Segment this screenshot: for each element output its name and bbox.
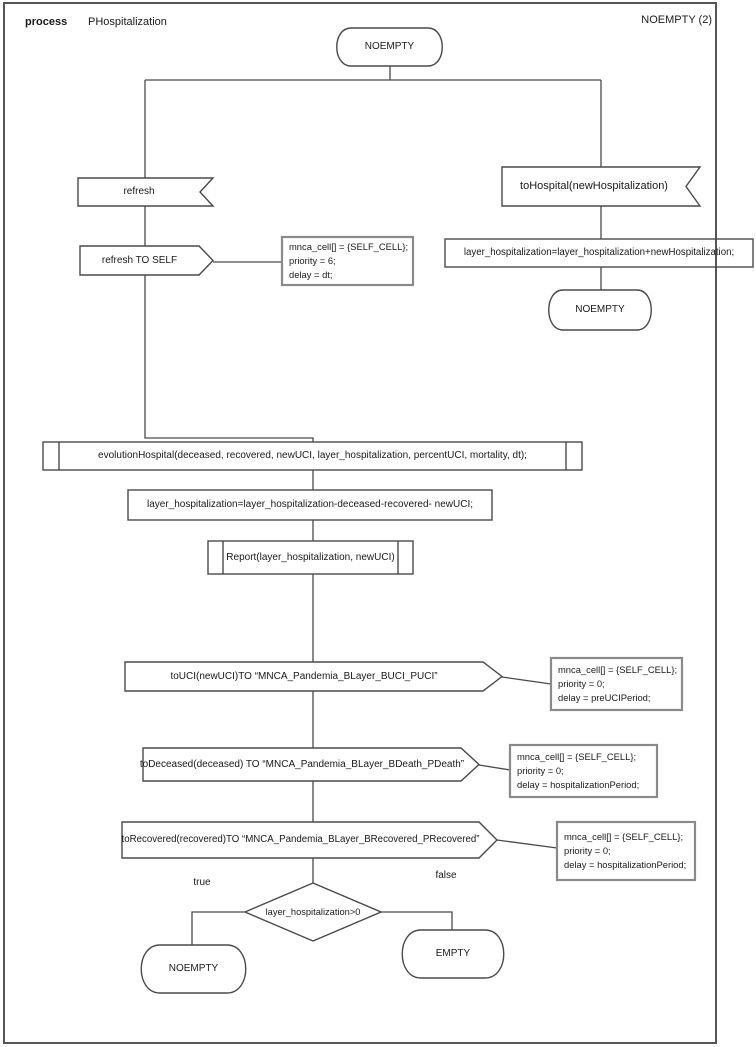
comment-line: priority = 0; — [517, 764, 564, 776]
state-start-shape — [336, 27, 443, 67]
state-hosp[interactable]: NOEMPTY — [575, 304, 625, 316]
page-border — [3, 2, 717, 1044]
output-todeceased-shape — [142, 747, 481, 782]
decision-condition[interactable]: layer_hospitalization>0 — [265, 906, 361, 917]
comment-line: delay = dt; — [289, 269, 333, 281]
state-true[interactable]: NOEMPTY — [168, 963, 219, 975]
output-touci-shape — [124, 661, 504, 692]
state-start[interactable]: NOEMPTY — [364, 41, 415, 53]
proc-report-shape — [207, 540, 414, 575]
comment-line: mnca_cell[] = {SELF_CELL}; — [289, 240, 409, 252]
comment-line: priority = 0; — [564, 844, 611, 856]
task-hosp-add[interactable]: layer_hospitalization=layer_hospitalizat… — [463, 247, 735, 259]
input-refresh-shape — [77, 177, 215, 207]
input-tohospital[interactable]: toHospital(newHospitalization) — [520, 180, 668, 193]
connector-lines — [144, 66, 602, 945]
comment-todeceased-params[interactable]: mnca_cell[] = {SELF_CELL}; priority = 0;… — [510, 745, 657, 797]
comment-line: priority = 6; — [289, 254, 336, 266]
process-name: PHospitalization — [88, 16, 167, 28]
page-reference: NOEMPTY (2) — [641, 14, 712, 26]
task-hosp-sub-shape — [127, 489, 493, 521]
output-torecovered-shape — [121, 821, 498, 859]
proc-report[interactable]: Report(layer_hospitalization, newUCI) — [226, 551, 395, 563]
comment-line: mnca_cell[] = {SELF_CELL}; — [517, 750, 637, 762]
output-touci[interactable]: toUCI(newUCI)TO “MNCA_Pandemia_BLayer_BU… — [170, 670, 438, 682]
comment-refresh-params[interactable]: mnca_cell[] = {SELF_CELL}; priority = 6;… — [282, 237, 413, 285]
comment-line: delay = hospitalizationPeriod; — [564, 859, 687, 871]
comment-touci-shape — [549, 656, 684, 712]
comment-refresh-shape — [280, 235, 415, 287]
comment-line: delay = hospitalizationPeriod; — [517, 779, 640, 791]
comment-line: priority = 0; — [558, 677, 605, 689]
comment-torecovered-shape — [555, 820, 697, 882]
input-tohospital-shape — [501, 166, 702, 207]
task-hosp-sub[interactable]: layer_hospitalization=layer_hospitalizat… — [146, 499, 473, 511]
input-refresh[interactable]: refresh — [123, 186, 155, 198]
comment-touci-params[interactable]: mnca_cell[] = {SELF_CELL}; priority = 0;… — [551, 658, 682, 710]
comment-line: mnca_cell[] = {SELF_CELL}; — [558, 663, 678, 675]
output-torecovered[interactable]: toRecovered(recovered)TO “MNCA_Pandemia_… — [121, 834, 480, 846]
branch-label-true: true — [193, 877, 211, 889]
comment-line: mnca_cell[] = {SELF_CELL}; — [564, 830, 684, 842]
task-hosp-add-shape — [444, 238, 754, 268]
comment-line: delay = preUCIPeriod; — [558, 692, 651, 704]
state-false[interactable]: EMPTY — [435, 948, 471, 960]
state-false-shape — [401, 929, 505, 979]
output-todeceased[interactable]: toDeceased(deceased) TO “MNCA_Pandemia_B… — [139, 758, 465, 770]
decision-diamond-shape — [243, 882, 383, 942]
comment-torecovered-params[interactable]: mnca_cell[] = {SELF_CELL}; priority = 0;… — [557, 822, 695, 880]
proc-evolution[interactable]: evolutionHospital(deceased, recovered, n… — [98, 450, 527, 462]
output-refresh-self[interactable]: refresh TO SELF — [101, 254, 178, 266]
comment-todeceased-shape — [508, 743, 659, 799]
state-hosp-shape — [548, 289, 652, 331]
output-refresh-self-shape — [79, 245, 214, 276]
branch-label-false: false — [435, 870, 457, 882]
state-true-shape — [140, 944, 247, 994]
proc-evolution-shape — [42, 441, 583, 471]
process-kind-label: process — [25, 16, 68, 28]
